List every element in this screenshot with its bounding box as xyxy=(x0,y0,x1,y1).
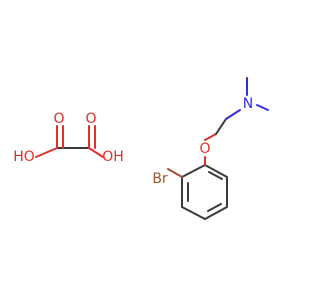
structure-diagram: O O HO OH Br O N xyxy=(13,77,269,220)
ring-double-bond xyxy=(208,171,223,180)
oxygen-atom-label: O xyxy=(199,141,210,157)
structure-canvas: O O HO OH Br O N xyxy=(13,77,269,220)
c-oh-bond-right xyxy=(88,147,104,158)
c-br-bond xyxy=(167,168,183,178)
oxygen-atom-label: O xyxy=(53,111,64,127)
hydroxyl-label: OH xyxy=(102,149,124,165)
o-c-bond xyxy=(204,133,217,141)
ring-bond xyxy=(181,164,206,178)
c-oh-bond-left xyxy=(35,147,58,158)
bromine-atom-label: Br xyxy=(152,171,168,187)
nitrogen-atom-label: N xyxy=(243,96,253,112)
n-methyl-bond xyxy=(256,104,269,111)
ring-bond xyxy=(204,206,228,220)
c-n-bond xyxy=(225,109,241,120)
bromophenoxy-dimethylamine: Br O N xyxy=(152,77,269,220)
ring-bond xyxy=(181,206,206,220)
c-c-bond xyxy=(215,118,227,135)
hydroxyl-label: HO xyxy=(13,149,35,165)
ring-bond xyxy=(204,164,228,178)
oxalic-acid: O O HO OH xyxy=(13,111,124,165)
ring-double-bond xyxy=(207,203,222,212)
oxygen-atom-label: O xyxy=(85,111,96,127)
